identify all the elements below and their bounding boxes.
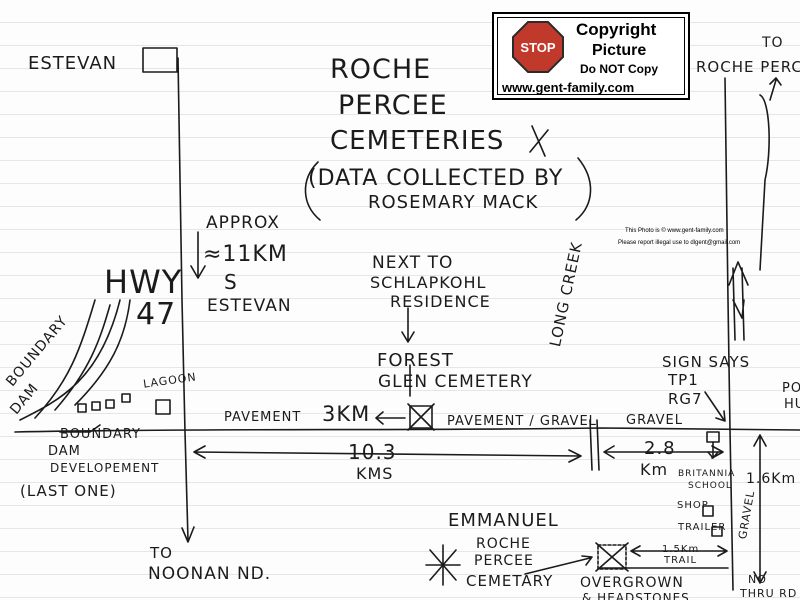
to-roche-line1: TO <box>762 35 784 51</box>
dist-28-unit: Km <box>640 460 669 479</box>
next-to-arrow <box>401 307 415 343</box>
trail-label: TRAIL <box>664 555 698 566</box>
britannia-flag <box>707 441 719 459</box>
main-road <box>14 427 800 433</box>
estevan-box <box>142 47 178 73</box>
dist-103-unit: KMS <box>356 464 394 483</box>
roche-percee-x <box>595 542 629 572</box>
lagoon-square <box>155 399 171 415</box>
next-to-line2: SCHLAPKOHL <box>370 273 487 292</box>
map-title-line-2: PERCEE <box>338 90 448 121</box>
map-title-line-3: CEMETERIES <box>330 126 505 156</box>
approx-line1: APPROX <box>206 213 280 233</box>
emmanuel-label: EMMANUEL <box>448 510 559 531</box>
credit-line-1: (DATA COLLECTED BY <box>308 166 564 191</box>
map-title-line-1: ROCHE <box>330 54 432 85</box>
britannia-line2: SCHOOL <box>688 481 732 491</box>
stop-sign-icon: STOP <box>512 21 564 73</box>
highway-label-hwy: HWY <box>104 263 183 301</box>
britannia-line1: BRITANNIA <box>678 469 736 479</box>
watermark-line1: Copyright <box>576 20 657 39</box>
east-road <box>724 77 734 591</box>
boundary-dev-line1: BOUNDARY <box>60 427 141 442</box>
to-roche-road <box>759 94 770 271</box>
forest-glen-box <box>409 405 433 429</box>
approx-town: ESTEVAN <box>207 296 292 316</box>
highway-label-num: 47 <box>136 297 177 332</box>
long-creek-lines <box>589 419 600 471</box>
pavement-left-label: PAVEMENT <box>224 410 302 425</box>
credit-paren-left <box>304 161 321 221</box>
watermark-line3: Do NOT Copy <box>580 62 658 76</box>
photo-note-line2: Please report illegal use to dlgent@gmai… <box>618 240 741 246</box>
to-roche-arrow <box>769 77 782 101</box>
roche-percee-cem-line3: CEMETARY <box>466 572 554 590</box>
sign-says-line1: SIGN SAYS <box>662 353 751 371</box>
approx-arrow <box>190 231 206 279</box>
north-arrow <box>728 261 749 341</box>
watermark-line2: Picture <box>592 42 647 59</box>
stop-sign-text: STOP <box>520 40 555 55</box>
roche-percee-box <box>597 544 627 570</box>
no-thru-line1: NO <box>748 573 767 586</box>
photo-note-line1: This Photo is © www.gent-family.com <box>625 228 724 234</box>
watermark-border <box>497 17 685 95</box>
to-roche-line2: ROCHE PERCE <box>696 58 800 76</box>
pavement-gravel-label: PAVEMENT / GRAVEL <box>447 414 597 429</box>
emmanuel-asterisk <box>425 544 461 586</box>
dist-103-value: 10.3 <box>348 440 397 464</box>
approx-distance: ≈11KM <box>203 242 288 267</box>
dist-15-label: 1.5Km <box>662 544 700 555</box>
estevan-label: ESTEVAN <box>28 53 118 74</box>
roche-percee-cem-line2: PERCEE <box>474 553 534 569</box>
dim-16-arrow <box>753 434 767 584</box>
three-km-label: 3KM <box>322 402 371 426</box>
sign-arrow <box>704 391 726 422</box>
copyright-watermark: STOP Copyright Picture Do NOT Copy www.g… <box>492 12 690 100</box>
next-to-line3: RESIDENCE <box>390 292 491 311</box>
boundary-dev-line3: DEVELOPEMENT <box>50 461 160 475</box>
next-to-line1: NEXT TO <box>372 253 454 273</box>
dim-103-arrow <box>193 445 582 463</box>
shop-square <box>702 505 714 517</box>
roche-percee-cem-line1: ROCHE <box>476 536 531 552</box>
trail-arrow <box>630 545 728 557</box>
overgrown-line1: OVERGROWN <box>580 575 684 591</box>
to-noonan-line1: TO <box>150 544 173 562</box>
no-thru-line2: THRU RD <box>740 587 798 600</box>
watermark-url: www.gent-family.com <box>502 80 635 95</box>
shop-label: SHOP <box>677 500 709 511</box>
overgrown-line2: & HEADSTONES <box>582 591 690 600</box>
port-line2: HU <box>784 397 800 412</box>
title-x-mark <box>529 125 549 157</box>
gravel-top-label: GRAVEL <box>626 413 683 428</box>
highway-47-line <box>177 57 189 541</box>
forest-glen-line1: FOREST <box>377 350 454 371</box>
highway-arrow-down <box>181 526 195 543</box>
approx-dir: S <box>224 270 238 294</box>
boundary-dev-line2: DAM <box>48 444 81 459</box>
port-line1: POR <box>782 381 800 396</box>
sign-says-line2: TP1 <box>668 371 699 389</box>
boundary-dam-sketch <box>19 299 131 421</box>
forest-glen-line2: GLEN CEMETERY <box>378 372 533 392</box>
forest-glen-x <box>407 403 435 431</box>
credit-line-2: ROSEMARY MACK <box>368 192 539 213</box>
lagoon-boxes <box>77 393 131 413</box>
emmanuel-arrow <box>524 555 593 575</box>
credit-paren-right <box>575 157 592 221</box>
dist-28-value: 2.8 <box>644 438 676 459</box>
boundary-dev-pointer <box>59 424 101 433</box>
trailer-label: TRAILER <box>678 522 727 533</box>
sign-says-line3: RG7 <box>668 390 703 408</box>
trailer-square <box>711 526 723 537</box>
three-km-arrow <box>375 411 406 425</box>
boundary-dev-line4: (LAST ONE) <box>20 482 117 500</box>
britannia-box <box>706 431 720 443</box>
dist-16-label: 1.6Km <box>746 471 797 487</box>
to-noonan-line2: NOONAN ND. <box>148 564 272 584</box>
